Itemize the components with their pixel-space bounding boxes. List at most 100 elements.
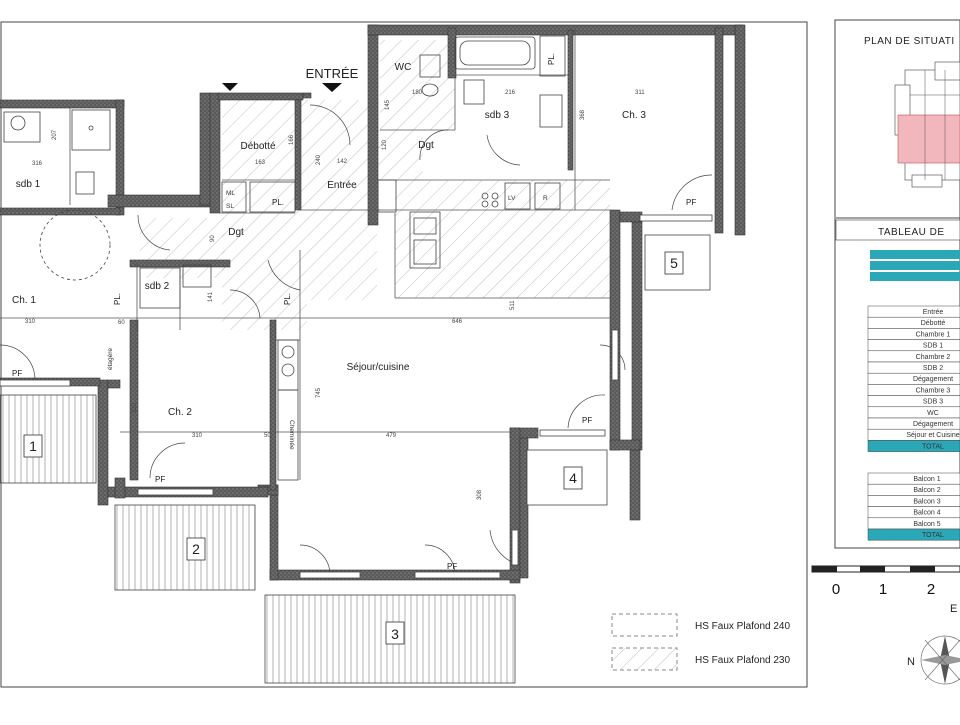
- balcony-row-label: Balcon 3: [913, 498, 940, 505]
- scale-0: 0: [832, 581, 840, 598]
- dim-18: 310: [132, 402, 138, 413]
- room-entree: Entrée: [327, 180, 357, 191]
- label-pl-1: PL.: [272, 198, 284, 207]
- room-row: [867, 305, 960, 318]
- interior-lines: [0, 30, 610, 480]
- dim-3: 163: [255, 160, 266, 166]
- label-pf-2: PF: [155, 475, 165, 484]
- room-row-label: SDB 1: [923, 343, 943, 350]
- entrance-label: ENTRÉE: [306, 66, 359, 81]
- dim-4: 166: [289, 134, 295, 145]
- total-row-label: TOTAL: [922, 443, 944, 450]
- situation-highlight: [897, 114, 960, 164]
- dim-16: 511: [510, 300, 516, 310]
- scale-1: 1: [879, 581, 887, 598]
- balcony-1-label: 1: [29, 438, 37, 454]
- label-sl: SL: [226, 203, 234, 210]
- balcony-total-label: TOTAL: [922, 532, 944, 539]
- room-labels: sdb 1 Ch. 1 Débotté Entrée Dgt WC Dgt sd…: [12, 53, 696, 571]
- compass-e: E: [950, 603, 957, 615]
- label-pl-3: PL.: [283, 293, 292, 305]
- balcony-row-label: Balcon 5: [913, 521, 940, 528]
- room-row-label: Chambre 2: [916, 354, 951, 361]
- label-pl-4: PL.: [547, 53, 556, 65]
- room-sdb3: sdb 3: [485, 110, 510, 121]
- sidebar-frame: [834, 19, 960, 549]
- dim-24: 90: [210, 235, 216, 242]
- label-ml: ML: [226, 190, 235, 197]
- room-ch1: Ch. 1: [12, 295, 36, 306]
- room-row-label: Dégagement: [913, 421, 953, 428]
- balconies: [0, 234, 711, 684]
- room-row: [867, 339, 960, 352]
- dim-22: 141: [208, 291, 214, 302]
- legend-label-240: HS Faux Plafond 240: [695, 621, 790, 632]
- label-lv: LV: [508, 195, 516, 202]
- dim-13: 310: [25, 319, 36, 325]
- balcony-2-label: 2: [192, 541, 200, 557]
- compass-icon: N E: [907, 603, 960, 685]
- situation-plan-title: PLAN DE SITUATI: [864, 36, 955, 47]
- dim-12: 120: [382, 139, 388, 150]
- balcony-numbers: 1 2 3 4 5: [23, 251, 684, 645]
- room-sdb2: sdb 2: [145, 281, 170, 292]
- room-dgt-mid: Dgt: [228, 227, 244, 238]
- dim-11: 368: [580, 109, 586, 120]
- dim-6: 240: [316, 154, 322, 165]
- compass-n: N: [907, 656, 915, 668]
- balcony-5-label: 5: [670, 255, 678, 271]
- label-r: R: [543, 195, 548, 202]
- dim-2: 207: [52, 129, 58, 140]
- room-row: [867, 361, 960, 374]
- room-debotte: Débotté: [240, 141, 275, 152]
- room-row-label: Dégagement: [913, 376, 953, 383]
- room-cheminee: Cheminée: [288, 420, 295, 450]
- room-row-label: SDB 3: [923, 399, 943, 406]
- room-row: [867, 316, 960, 329]
- dim-9: 216: [505, 90, 516, 96]
- room-wc: WC: [395, 62, 412, 73]
- scale-bar: 0 1 2: [811, 565, 960, 598]
- dim-10: 311: [635, 90, 645, 96]
- room-row: [867, 406, 960, 419]
- dim-17: 745: [316, 387, 322, 398]
- windows: [0, 214, 713, 579]
- dim-21: 308: [477, 489, 483, 500]
- balcony-4-label: 4: [569, 470, 577, 486]
- room-sejour: Séjour/cuisine: [347, 362, 410, 373]
- room-row-label: Séjour et Cuisine: [906, 432, 959, 439]
- balcony-row-label: Balcon 1: [913, 476, 940, 483]
- room-dgt-top: Dgt: [418, 140, 434, 151]
- balcony-3-label: 3: [391, 626, 399, 642]
- entrance-marker: ENTRÉE: [222, 66, 359, 92]
- balcony-row-label: Balcon 4: [913, 510, 940, 517]
- legend-swatch-240: [611, 613, 678, 637]
- room-row-label: Chambre 3: [916, 387, 951, 394]
- total-row: [867, 440, 960, 452]
- label-pf-3: PF: [447, 562, 457, 571]
- room-row-label: WC: [927, 410, 939, 417]
- dim-15: 646: [452, 319, 463, 325]
- fixtures: [3, 35, 566, 481]
- table-title: TABLEAU DE: [878, 227, 945, 238]
- situation-plan: PLAN DE SITUATI: [836, 36, 960, 219]
- legend-swatch-230: [611, 647, 678, 671]
- dim-5: 142: [337, 159, 348, 165]
- dim-7: 180: [412, 90, 423, 96]
- label-pf-4: PF: [582, 416, 592, 425]
- walls: [0, 24, 746, 584]
- hatched-zones: [140, 40, 610, 330]
- room-ch3: Ch. 3: [622, 110, 646, 121]
- label-pl-2: PL.: [113, 293, 122, 305]
- legend: HS Faux Plafond 240 HS Faux Plafond 230: [611, 613, 790, 671]
- room-row-label: Entrée: [923, 309, 944, 316]
- room-row-label: SDB 2: [923, 365, 943, 372]
- scale-2: 2: [927, 581, 935, 598]
- dim-23: 50: [264, 433, 271, 439]
- room-ch2: Ch. 2: [168, 407, 192, 418]
- arrow-down-icon: [222, 83, 238, 91]
- room-row-label: Débotté: [921, 320, 946, 327]
